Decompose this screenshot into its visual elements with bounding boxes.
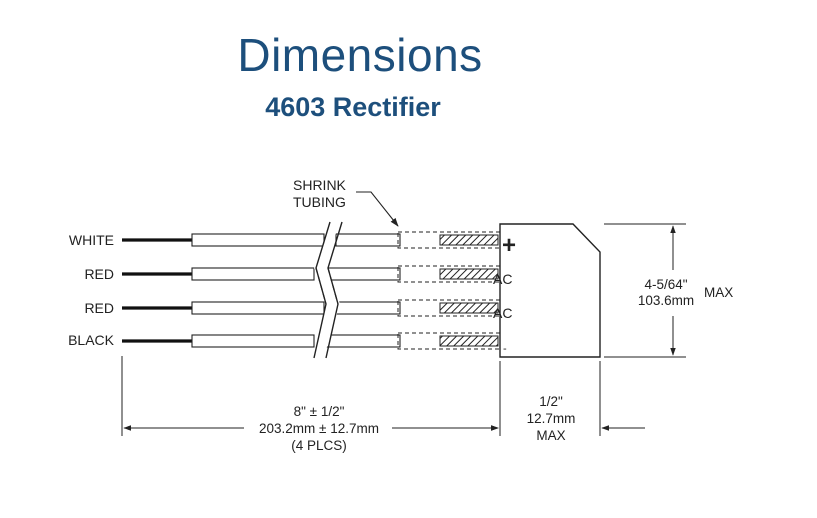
height-dimension-max: MAX: [704, 285, 733, 300]
page-title: Dimensions: [237, 29, 483, 81]
terminal-ac-marking-2: AC: [493, 305, 512, 321]
body-depth-max: MAX: [536, 428, 565, 443]
wire-insulation-right: [325, 233, 401, 348]
wire-insulation-left: [191, 233, 325, 348]
terminal-minus-marking: -: [503, 343, 507, 355]
body-depth-inch: 1/2": [539, 394, 563, 409]
break-lines-dashed: [315, 267, 339, 305]
height-dimension-inch: 4-5/64": [644, 277, 687, 292]
page-subtitle: 4603 Rectifier: [265, 92, 441, 122]
lead-length-mm: 203.2mm ± 12.7mm: [259, 421, 379, 436]
wire-label-white: WHITE: [69, 232, 114, 248]
bare-wire-ends: [122, 238, 192, 343]
wire-label-red-1: RED: [84, 266, 114, 282]
terminal-plus-marking: +: [502, 232, 516, 259]
bottom-extension-lines: [121, 356, 601, 436]
rectifier-body: [499, 223, 601, 358]
shrink-tubing-label-line2: TUBING: [293, 194, 346, 210]
shrink-tubing-label-line1: SHRINK: [293, 177, 347, 193]
height-dimension-mm: 103.6mm: [638, 293, 694, 308]
shrink-tubing: [397, 231, 501, 350]
terminal-ac-marking-1: AC: [493, 271, 512, 287]
wire-label-black: BLACK: [68, 332, 115, 348]
body-depth-mm: 12.7mm: [527, 411, 576, 426]
wire-label-red-2: RED: [84, 300, 114, 316]
height-extension-lines: [604, 223, 686, 358]
terminal-hatches: [439, 234, 499, 347]
shrink-tubing-leader: [356, 191, 399, 227]
lead-length-places: (4 PLCS): [291, 438, 347, 453]
lead-length-inch: 8" ± 1/2": [294, 404, 345, 419]
